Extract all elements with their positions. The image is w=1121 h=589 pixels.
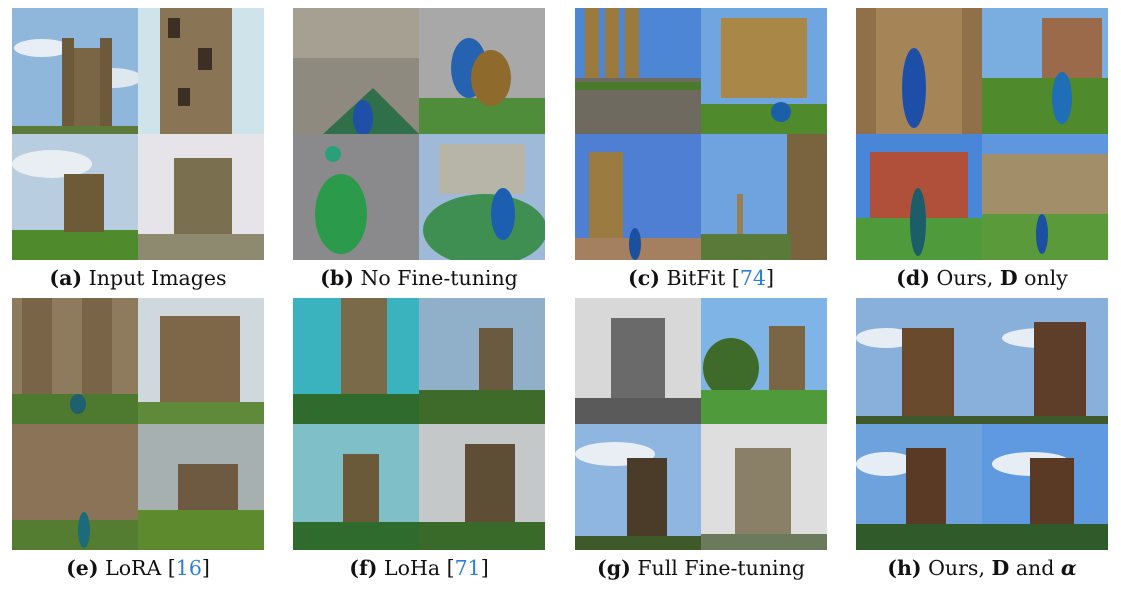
castle-photo (575, 134, 701, 260)
panel-caption: (e) LoRA [16] (66, 556, 210, 580)
peacock-photo (419, 134, 545, 260)
castle-photo (856, 298, 982, 424)
panel-caption: (c) BitFit [74] (628, 266, 774, 290)
peacock-photo (293, 8, 419, 134)
image-grid (856, 298, 1108, 550)
castle-photo (12, 8, 138, 134)
castle-photo (138, 8, 264, 134)
panel-caption: (d) Ours, D only (896, 266, 1068, 290)
castle-photo (982, 298, 1108, 424)
image-grid (293, 298, 545, 550)
castle-photo (138, 134, 264, 260)
peacock-photo (982, 8, 1108, 134)
castle-photo (12, 134, 138, 260)
castle-photo (701, 134, 827, 260)
peacock-photo (982, 134, 1108, 260)
panel-caption: (b) No Fine-tuning (320, 266, 518, 290)
castle-photo (138, 298, 264, 424)
image-grid (12, 8, 264, 260)
peacock-photo (419, 8, 545, 134)
castle-photo (575, 8, 701, 134)
citation-link[interactable]: 16 (175, 556, 202, 580)
castle-photo (856, 424, 982, 550)
castle-photo (982, 424, 1108, 550)
citation-link[interactable]: 74 (739, 266, 766, 290)
castle-photo (575, 424, 701, 550)
castle-photo (419, 298, 545, 424)
castle-photo (138, 424, 264, 550)
peacock-photo (856, 8, 982, 134)
castle-photo (419, 424, 545, 550)
citation-link[interactable]: 71 (454, 556, 481, 580)
image-grid (575, 8, 827, 260)
castle-photo (293, 298, 419, 424)
image-grid (575, 298, 827, 550)
peacock-photo (293, 134, 419, 260)
panel-caption: (g) Full Fine-tuning (597, 556, 805, 580)
panel-caption: (h) Ours, D and α (887, 556, 1077, 580)
image-grid (12, 298, 264, 550)
panel-caption: (a) Input Images (49, 266, 227, 290)
castle-photo (12, 424, 138, 550)
castle-photo (12, 298, 138, 424)
castle-photo (293, 424, 419, 550)
image-grid (293, 8, 545, 260)
castle-photo (575, 298, 701, 424)
image-grid (856, 8, 1108, 260)
peacock-photo (856, 134, 982, 260)
panel-caption: (f) LoHa [71] (349, 556, 489, 580)
castle-photo (701, 298, 827, 424)
castle-photo (701, 8, 827, 134)
castle-photo (701, 424, 827, 550)
